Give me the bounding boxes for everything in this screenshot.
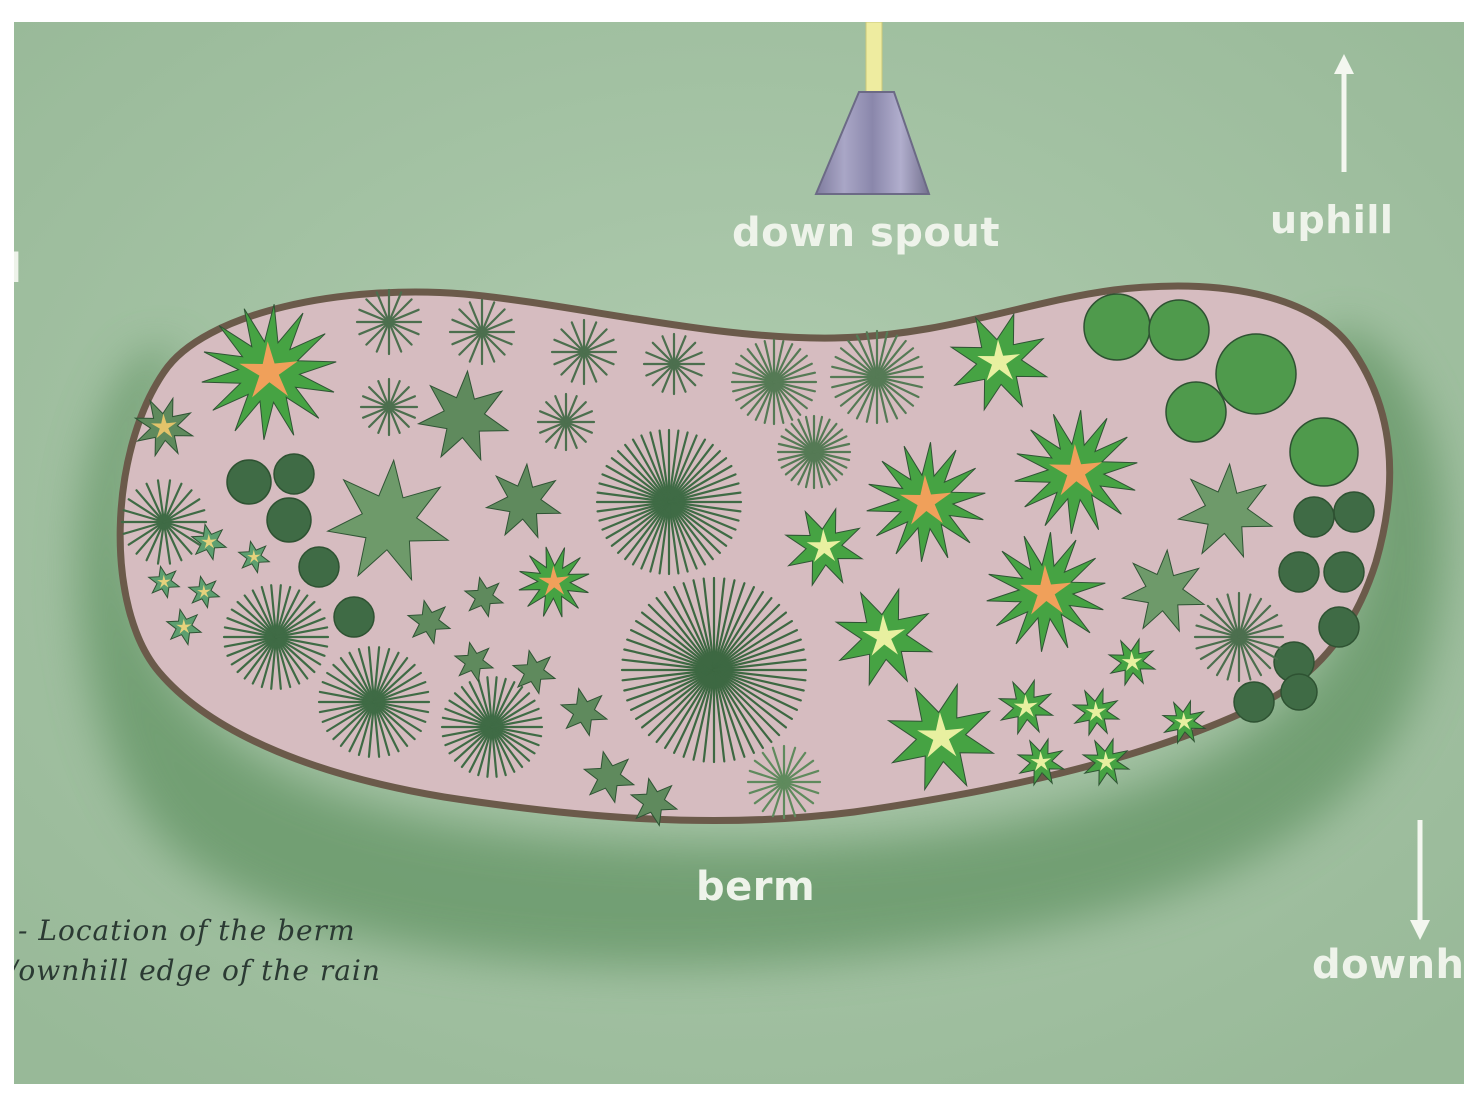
grass-plant-symbol: [552, 320, 616, 384]
shrub-symbol: [334, 597, 374, 637]
grass-plant-symbol: [597, 430, 741, 574]
shrub-symbol: [1294, 497, 1334, 537]
diagram-panel: down spout uphill berm downhi l - Locati…: [14, 22, 1464, 1084]
caption-line-1: - Location of the berm: [18, 914, 356, 947]
grass-plant-symbol: [622, 578, 806, 762]
shrub-symbol: [1216, 334, 1296, 414]
shrub-symbol: [1324, 552, 1364, 592]
grass-plant-symbol: [361, 379, 417, 435]
shrub-symbol: [274, 454, 314, 494]
berm-label: berm: [696, 864, 815, 910]
grass-plant-symbol: [357, 290, 421, 354]
shrub-symbol: [1319, 607, 1359, 647]
grass-plant-symbol: [1195, 593, 1283, 681]
shrub-symbol: [1084, 294, 1150, 360]
shrub-symbol: [267, 498, 311, 542]
shrub-symbol: [1281, 674, 1317, 710]
grass-plant-symbol: [450, 300, 514, 364]
shrub-symbol: [1334, 492, 1374, 532]
left-edge-label-fragment: l: [14, 246, 22, 292]
shrub-symbol: [1279, 552, 1319, 592]
shrub-symbol: [1290, 418, 1358, 486]
down-spout-label: down spout: [732, 210, 1000, 256]
grass-plant-symbol: [644, 334, 704, 394]
caption-line-2: /ownhill edge of the rain: [14, 954, 381, 987]
shrub-symbol: [1149, 300, 1209, 360]
shrub-symbol: [227, 460, 271, 504]
shrub-symbol: [299, 547, 339, 587]
grass-plant-symbol: [538, 394, 594, 450]
downhill-label: downhi: [1312, 942, 1464, 988]
shrub-symbol: [1166, 382, 1226, 442]
shrub-symbol: [1234, 682, 1274, 722]
uphill-label: uphill: [1270, 198, 1393, 242]
